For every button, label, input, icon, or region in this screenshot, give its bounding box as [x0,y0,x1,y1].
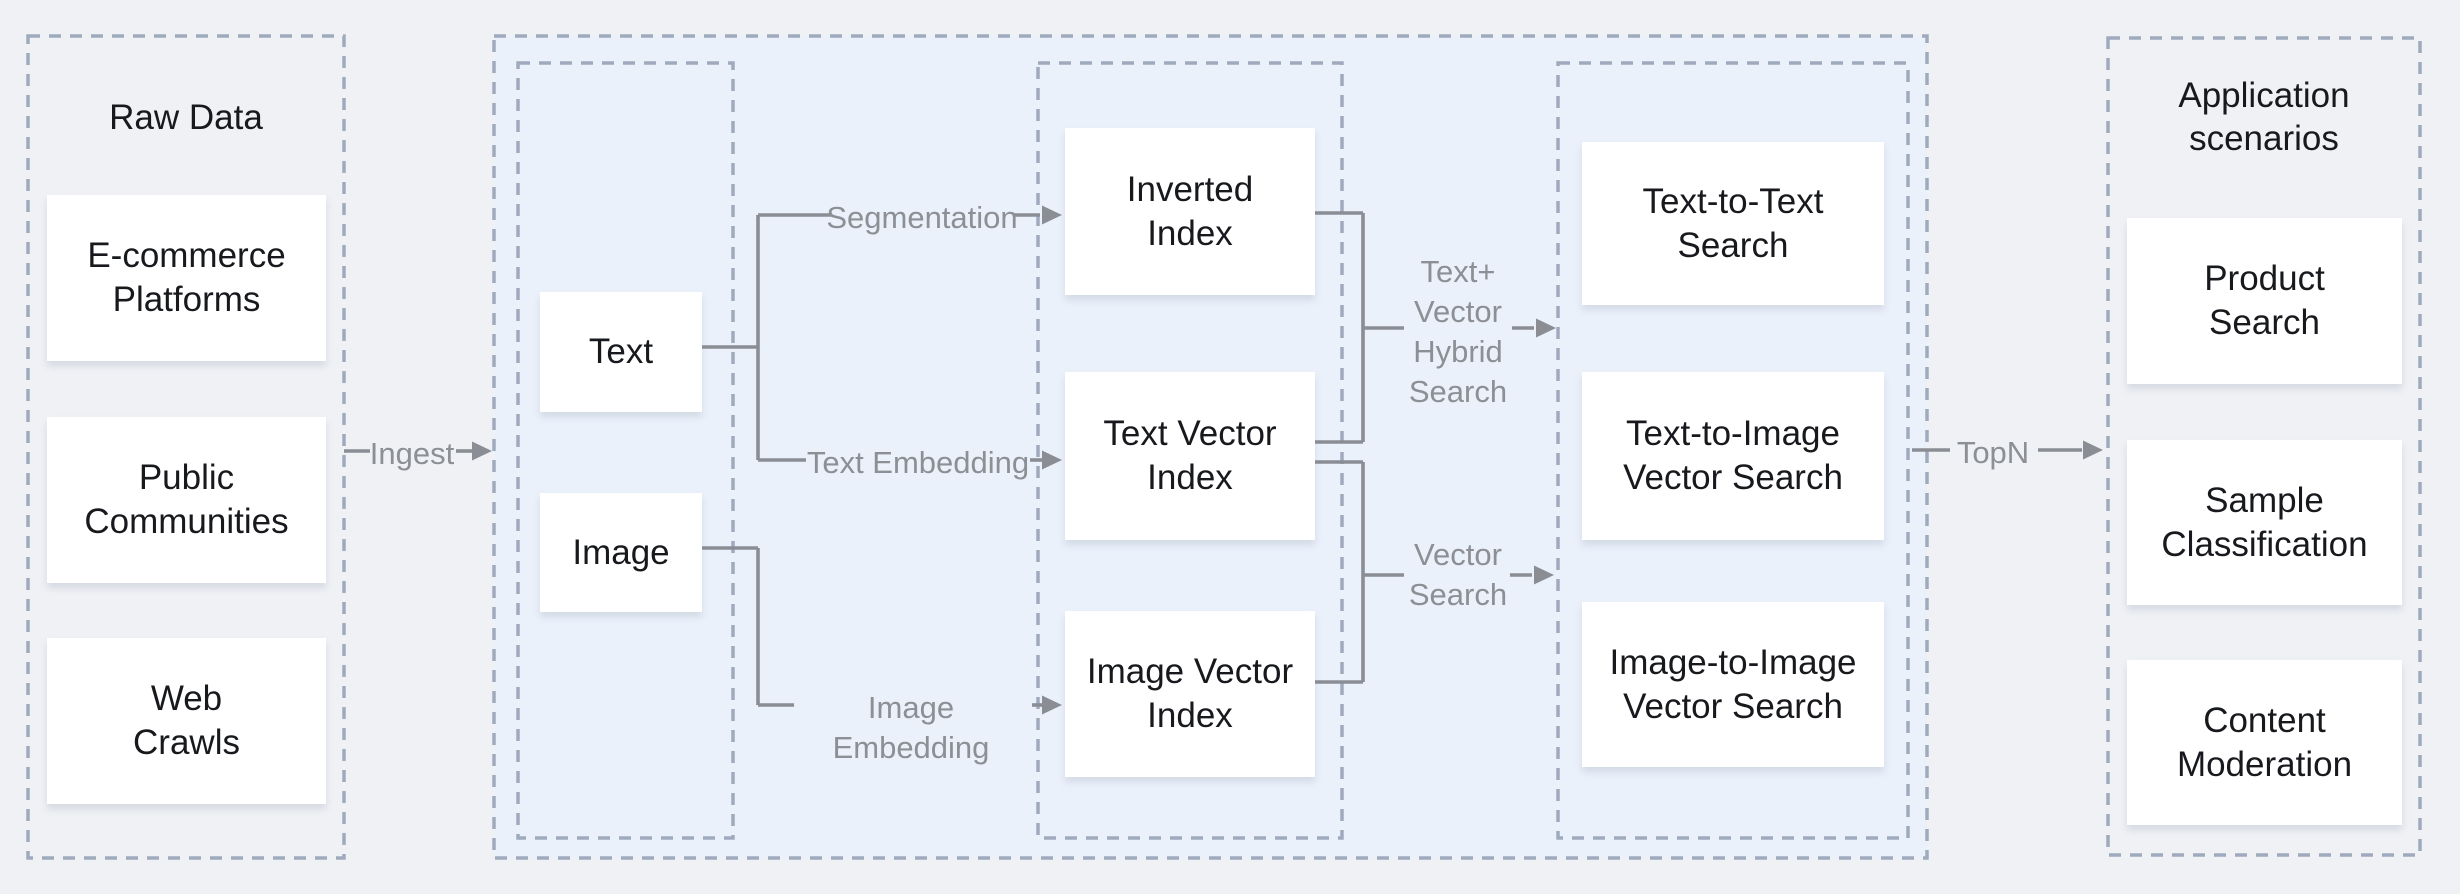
searches-group-frame [1556,61,1910,840]
box-text-vector-index: Text Vector Index [1065,372,1315,540]
box-content-moderation: Content Moderation [2127,660,2402,825]
vector-arrowhead [1534,565,1554,585]
raw-data-title: Raw Data [109,98,263,137]
box-web-crawls: Web Crawls [47,638,326,804]
hybrid-arrowhead [1536,318,1556,338]
hybrid-search-label: Text+ Vector Hybrid Search [1408,254,1508,409]
box-image: Image [540,493,702,612]
box-sample-classification: Sample Classification [2127,440,2402,605]
text-embedding-label: Text Embedding [806,445,1030,480]
box-text-to-text-search: Text-to-Text Search [1582,142,1884,305]
box-text-to-image-vector-search: Text-to-Image Vector Search [1582,372,1884,540]
vector-search-label: Vector Search [1408,537,1508,612]
box-product-search: Product Search [2127,218,2402,384]
box-ecommerce-platforms: E-commerce Platforms [47,195,326,361]
ingest-label: Ingest [369,436,455,471]
image-embedding-label: Image Embedding [832,690,990,765]
topn-arrowhead [2083,440,2103,460]
topn-label: TopN [1956,435,2030,470]
box-image-vector-index: Image Vector Index [1065,611,1315,777]
raw-data-group-frame [26,34,346,860]
indexes-group-frame [1036,61,1344,840]
segmentation-label: Segmentation [826,200,1018,235]
box-image-to-image-vector-search: Image-to-Image Vector Search [1582,602,1884,767]
box-text: Text [540,292,702,412]
applications-group-frame [2106,36,2422,857]
ingest-arrowhead [472,441,492,461]
box-public-communities: Public Communities [47,417,326,583]
inputs-group-frame [516,61,735,840]
text-embedding-arrowhead [1042,450,1062,470]
segmentation-arrowhead [1042,205,1062,225]
box-inverted-index: Inverted Index [1065,128,1315,295]
applications-title: Application scenarios [2178,76,2350,158]
image-embedding-arrowhead [1042,695,1062,715]
